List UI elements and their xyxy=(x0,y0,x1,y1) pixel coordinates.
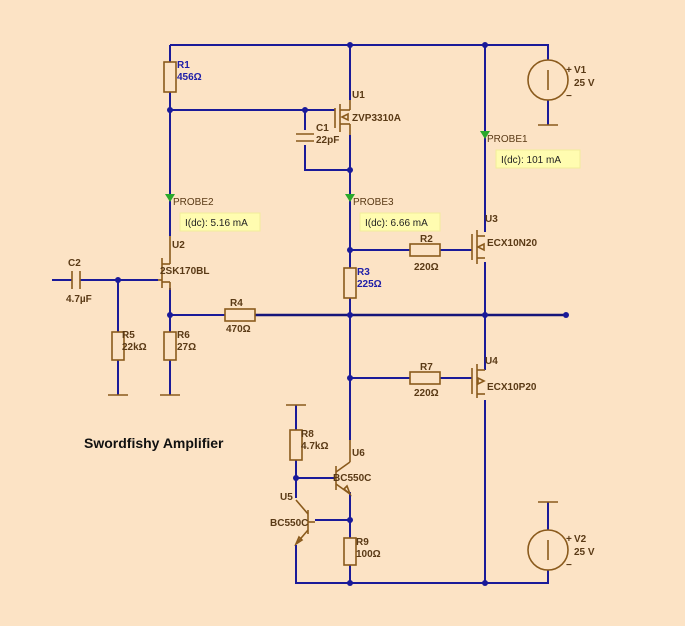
r7-name: R7 xyxy=(420,362,433,373)
r7-value: 220Ω xyxy=(414,388,439,399)
probe-2[interactable]: PROBE2 I(dc): 5.16 mA xyxy=(165,194,261,232)
r8-value: 4.7kΩ xyxy=(301,441,328,452)
resistor-r2[interactable]: R2 220Ω xyxy=(409,234,441,273)
probe-2-reading: I(dc): 5.16 mA xyxy=(185,218,248,229)
u1-part: ZVP3310A xyxy=(352,113,401,124)
resistor-r1[interactable]: R1 456Ω xyxy=(163,60,202,93)
capacitor-c1[interactable]: C1 22pF xyxy=(296,123,339,146)
bjt-u5[interactable]: U5 BC550C xyxy=(270,492,315,547)
v1-value: 25 V xyxy=(574,78,595,89)
u1-name: U1 xyxy=(352,90,365,101)
voltage-source-v1[interactable]: + V1 25 V − xyxy=(527,59,595,126)
v1-name: V1 xyxy=(574,65,587,76)
u4-part: ECX10P20 xyxy=(487,382,537,393)
u3-part: ECX10N20 xyxy=(487,238,537,249)
r2-name: R2 xyxy=(420,234,433,245)
resistor-r6[interactable]: R6 27Ω xyxy=(163,330,196,361)
r8-name: R8 xyxy=(301,429,314,440)
probe-3[interactable]: PROBE3 I(dc): 6.66 mA xyxy=(345,194,441,232)
r1-value: 456Ω xyxy=(177,72,202,83)
r9-value: 100Ω xyxy=(356,549,381,560)
r3-value: 225Ω xyxy=(357,279,382,290)
u5-part: BC550C xyxy=(270,518,308,529)
resistor-r4[interactable]: R4 470Ω xyxy=(224,298,256,335)
probe-3-reading: I(dc): 6.66 mA xyxy=(365,218,428,229)
probe-1-marker-icon xyxy=(480,131,490,139)
u2-name: U2 xyxy=(172,240,185,251)
probe-2-readout-box xyxy=(179,212,261,232)
v2-value: 25 V xyxy=(574,547,595,558)
u2-part: 2SK170BL xyxy=(160,266,209,277)
mosfet-u1[interactable]: U1 ZVP3310A xyxy=(334,90,401,135)
probe-2-name: PROBE2 xyxy=(173,197,214,208)
probe-1-reading: I(dc): 101 mA xyxy=(501,155,561,166)
v1-minus: − xyxy=(566,91,572,102)
resistor-r5[interactable]: R5 22kΩ xyxy=(111,330,147,361)
r9-name: R9 xyxy=(356,537,369,548)
jfet-u2[interactable]: U2 2SK170BL xyxy=(158,236,209,290)
resistor-r3[interactable]: R3 225Ω xyxy=(343,267,382,299)
r4-name: R4 xyxy=(230,298,243,309)
r6-value: 27Ω xyxy=(177,342,196,353)
probe-1-name: PROBE1 xyxy=(487,134,528,145)
voltage-source-v2[interactable]: + V2 25 V − xyxy=(527,501,595,571)
v2-plus: + xyxy=(566,534,572,545)
u3-name: U3 xyxy=(485,214,498,225)
v2-name: V2 xyxy=(574,534,587,545)
resistor-r9[interactable]: R9 100Ω xyxy=(343,537,381,566)
r2-value: 220Ω xyxy=(414,262,439,273)
mosfet-u3[interactable]: U3 ECX10N20 xyxy=(471,214,537,264)
probe-1[interactable]: PROBE1 I(dc): 101 mA xyxy=(480,131,581,169)
u6-part: BC550C xyxy=(333,473,371,484)
v1-plus: + xyxy=(566,65,572,76)
schematic-title: Swordfishy Amplifier xyxy=(84,435,224,451)
resistor-r8[interactable]: R8 4.7kΩ xyxy=(289,429,328,461)
u4-name: U4 xyxy=(485,356,498,367)
junction-dots xyxy=(115,42,569,586)
r5-value: 22kΩ xyxy=(122,342,147,353)
c1-value: 22pF xyxy=(316,135,339,146)
c2-value: 4.7µF xyxy=(66,294,92,305)
r1-name: R1 xyxy=(177,60,190,71)
ground-symbols xyxy=(108,394,306,406)
u6-name: U6 xyxy=(352,448,365,459)
resistor-r7[interactable]: R7 220Ω xyxy=(409,362,441,399)
c2-name: C2 xyxy=(68,258,81,269)
u5-name: U5 xyxy=(280,492,293,503)
r4-value: 470Ω xyxy=(226,324,251,335)
r3-name: R3 xyxy=(357,267,370,278)
probe-2-marker-icon xyxy=(165,194,175,202)
v2-minus: − xyxy=(566,560,572,571)
probe-3-readout-box xyxy=(359,212,441,232)
mosfet-u4[interactable]: U4 ECX10P20 xyxy=(471,356,537,398)
capacitor-c2[interactable]: C2 4.7µF xyxy=(66,258,92,305)
wires xyxy=(52,44,566,584)
c1-name: C1 xyxy=(316,123,329,134)
probe-3-marker-icon xyxy=(345,194,355,202)
r6-name: R6 xyxy=(177,330,190,341)
probe-1-readout-box xyxy=(495,149,581,169)
bjt-u6[interactable]: U6 BC550C xyxy=(333,440,371,497)
probe-3-name: PROBE3 xyxy=(353,197,394,208)
r5-name: R5 xyxy=(122,330,135,341)
